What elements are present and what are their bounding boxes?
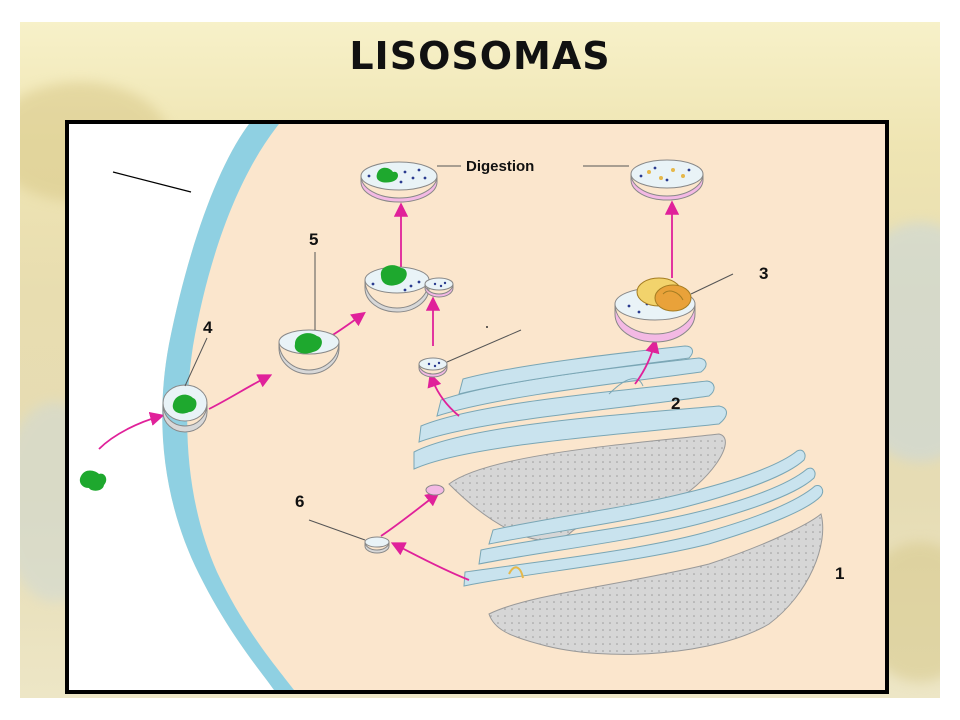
arrow-phagosome-to-5 [208, 374, 273, 410]
digestion-vesicle-left [360, 161, 438, 203]
label-3: 3 [759, 264, 769, 283]
pathway-arrows [98, 200, 680, 581]
arrow-5-to-fused [330, 311, 366, 337]
arrow-golgi-to-3 [634, 338, 660, 385]
label-2: 2 [671, 394, 681, 413]
endosome-5 [278, 329, 340, 375]
arrow-golgi-to-small-vesicle [427, 372, 460, 417]
page-title: LISOSOMAS [349, 34, 611, 78]
digestion-vesicle-right [630, 159, 704, 201]
engulfed-particle [79, 470, 107, 491]
label-5: 5 [309, 230, 319, 249]
phagolysosome-fusion [364, 265, 454, 313]
label-4: 4 [203, 318, 213, 337]
transport-vesicle-6 [308, 519, 390, 554]
golgi-bud [425, 484, 445, 496]
arrow-er-to-6 [390, 542, 470, 581]
primary-lysosome [418, 326, 522, 378]
arrow-phagocytosis [98, 411, 165, 450]
membrane-pointer-line [112, 171, 192, 193]
label-6: 6 [295, 492, 305, 511]
endoplasmic-reticulum [463, 449, 824, 655]
lysosome-diagram [69, 124, 824, 690]
extracellular-space [69, 124, 274, 690]
autophagosome-3 [614, 273, 734, 343]
plasma-membrane [162, 124, 294, 690]
phagosome-4 [162, 384, 208, 433]
golgi-apparatus [413, 345, 727, 541]
label-1: 1 [835, 564, 845, 583]
label-4-line [184, 337, 208, 387]
diagram-frame: Digestion 1 2 3 4 5 6 [65, 120, 889, 694]
digestion-label: Digestion [466, 158, 535, 175]
arrow-6-to-golgi [380, 491, 440, 537]
